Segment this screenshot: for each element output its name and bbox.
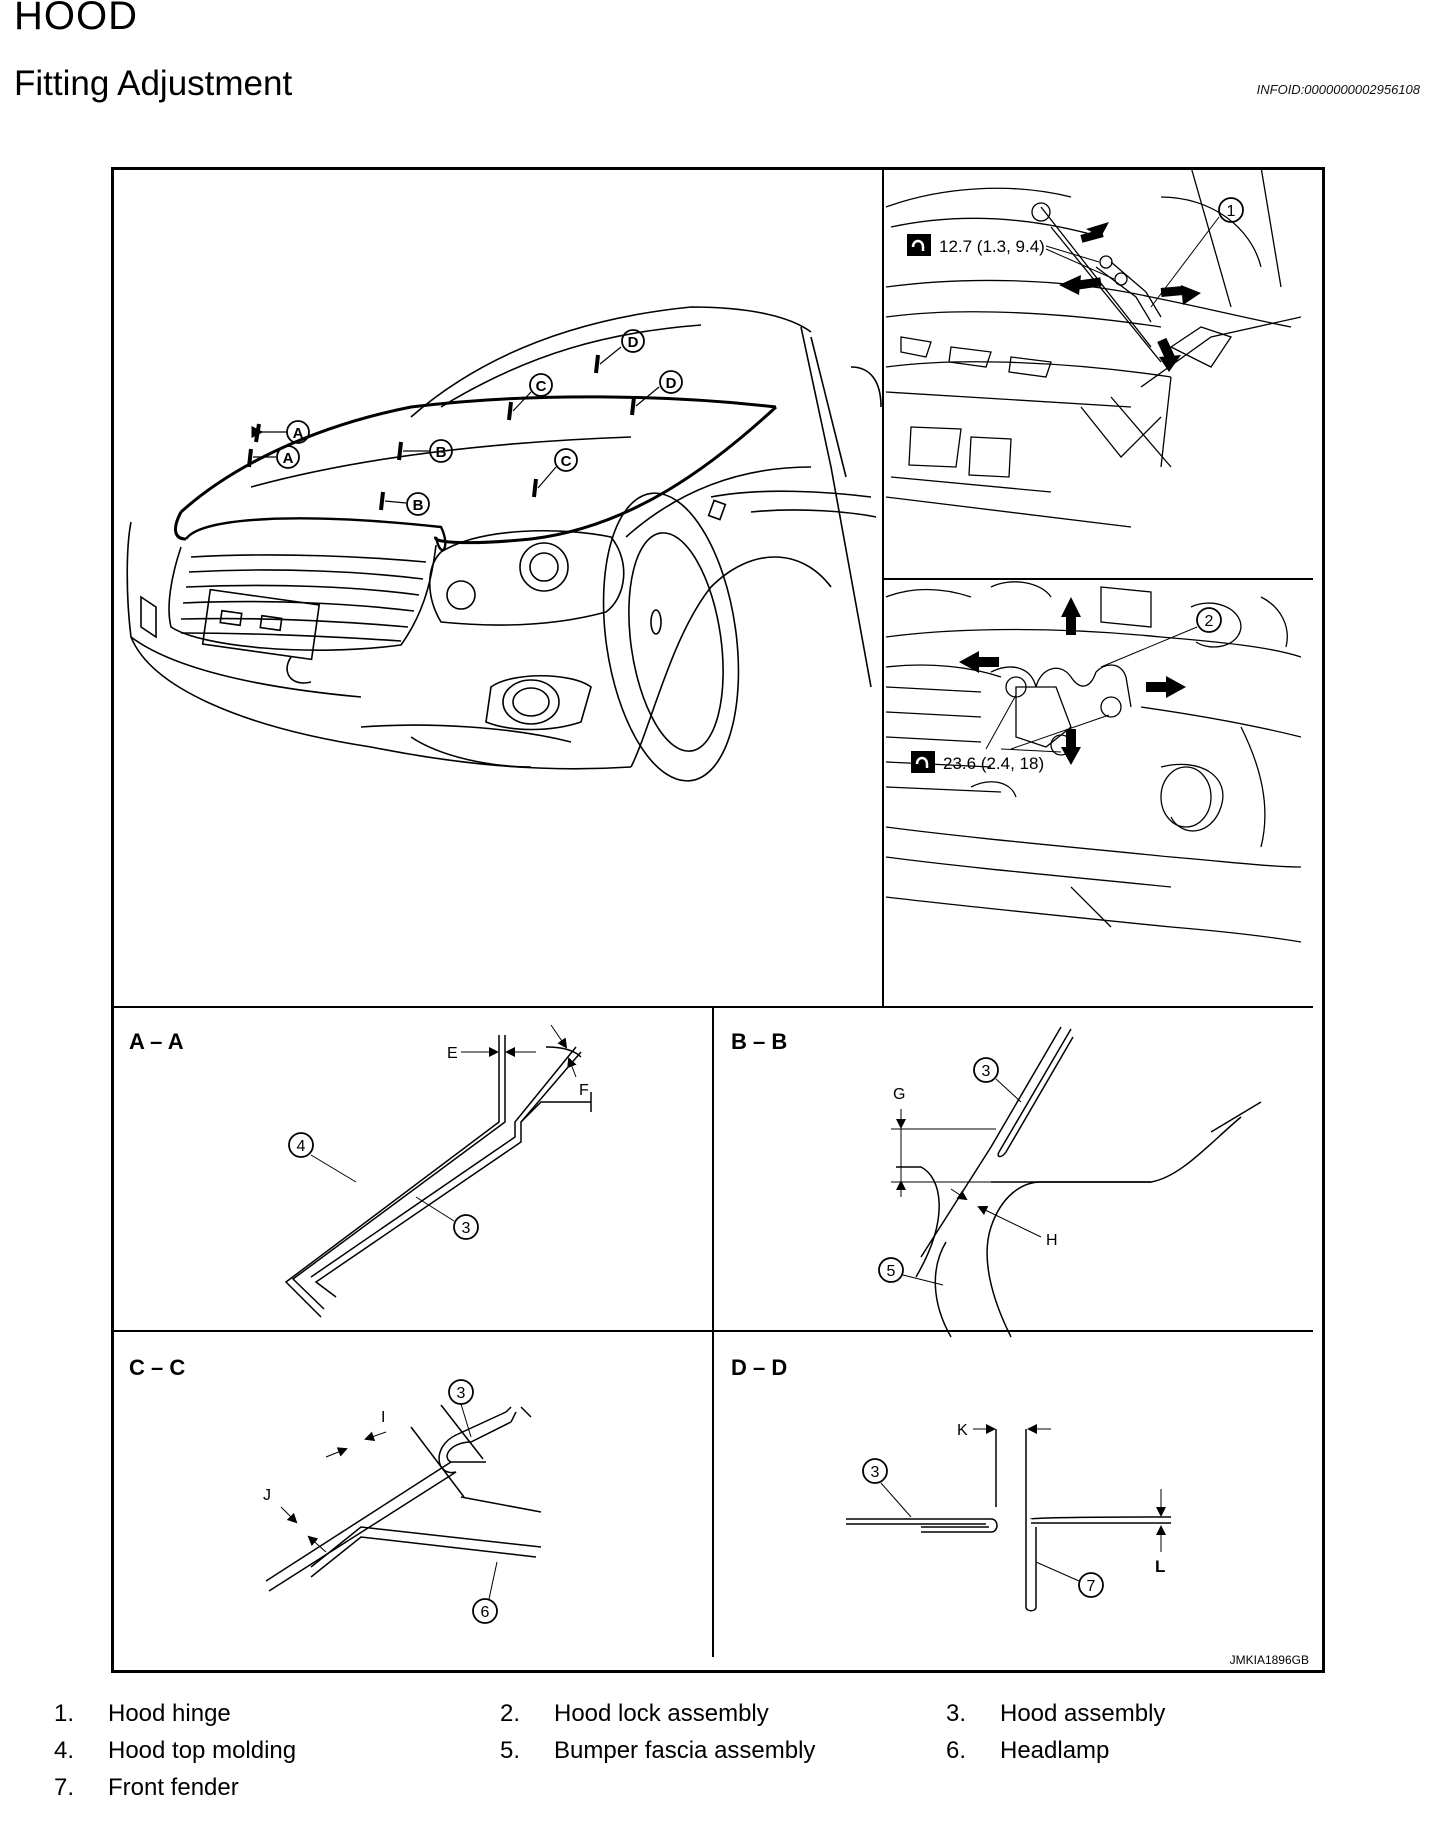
svg-text:E: E bbox=[447, 1045, 458, 1062]
hood-hinge-panel bbox=[885, 167, 1302, 528]
torque-label-hinge: 12.7 (1.3, 9.4) bbox=[907, 234, 1115, 280]
figure-id: JMKIA1896GB bbox=[1230, 1653, 1309, 1667]
svg-text:J: J bbox=[263, 1487, 271, 1504]
svg-text:6: 6 bbox=[481, 1604, 490, 1621]
svg-text:B: B bbox=[436, 444, 447, 461]
section-callouts: A A B B C C D D bbox=[276, 329, 683, 516]
dimension-g: G bbox=[891, 1086, 996, 1197]
figure-frame bbox=[111, 167, 1325, 1673]
dimension-i: I bbox=[325, 1409, 387, 1458]
callout-a: A bbox=[276, 445, 300, 469]
svg-text:3: 3 bbox=[871, 1464, 880, 1481]
dimension-l: L bbox=[1155, 1489, 1166, 1576]
callout-b: B bbox=[429, 439, 453, 463]
part-callout-3: 3 bbox=[862, 1458, 912, 1518]
svg-text:1: 1 bbox=[1227, 203, 1236, 220]
part-callout-1: 1 bbox=[1150, 197, 1244, 308]
part-callout-3: 3 bbox=[415, 1196, 479, 1240]
part-callout-4: 4 bbox=[288, 1132, 357, 1183]
svg-text:2: 2 bbox=[1205, 613, 1214, 630]
hinge-adjust-arrows bbox=[1059, 222, 1201, 372]
svg-text:5: 5 bbox=[887, 1263, 896, 1280]
svg-text:H: H bbox=[1046, 1232, 1058, 1249]
svg-text:A: A bbox=[293, 425, 304, 442]
svg-text:D: D bbox=[666, 375, 677, 392]
section-b-b: B – B G H 3 bbox=[731, 1026, 1262, 1338]
svg-text:B – B: B – B bbox=[731, 1029, 787, 1054]
part-callout-3: 3 bbox=[448, 1379, 474, 1438]
section-d-d: D – D K L 3 7 bbox=[731, 1355, 1172, 1612]
hood-lock-panel bbox=[885, 581, 1302, 943]
callout-b: B bbox=[406, 492, 430, 516]
svg-text:B: B bbox=[413, 497, 424, 514]
part-callout-7: 7 bbox=[1035, 1561, 1104, 1598]
lock-adjust-arrows bbox=[959, 597, 1186, 765]
svg-text:7: 7 bbox=[1087, 1578, 1096, 1595]
svg-text:3: 3 bbox=[982, 1063, 991, 1080]
svg-text:A: A bbox=[283, 450, 294, 467]
dimension-e: E bbox=[447, 1045, 536, 1062]
part-callout-3: 3 bbox=[973, 1057, 1022, 1103]
callout-a: A bbox=[286, 420, 310, 444]
section-title: HOOD bbox=[14, 0, 138, 38]
car-front-illustration bbox=[126, 306, 882, 782]
svg-text:C: C bbox=[561, 453, 572, 470]
svg-text:F: F bbox=[579, 1082, 589, 1099]
callout-c: C bbox=[529, 373, 553, 397]
callout-d: D bbox=[659, 370, 683, 394]
part-callout-5: 5 bbox=[878, 1257, 944, 1286]
svg-text:C: C bbox=[536, 378, 547, 395]
section-a-a: A – A E F 4 3 bbox=[129, 1024, 592, 1318]
svg-text:I: I bbox=[381, 1409, 385, 1426]
callout-d: D bbox=[621, 329, 645, 353]
info-id: INFOID:0000000002956108 bbox=[1256, 82, 1420, 97]
part-callout-6: 6 bbox=[472, 1561, 498, 1624]
section-c-c: C – C I J 3 bbox=[129, 1355, 542, 1624]
svg-text:D – D: D – D bbox=[731, 1355, 787, 1380]
page-title: Fitting Adjustment bbox=[14, 64, 293, 103]
svg-text:K: K bbox=[957, 1422, 968, 1439]
svg-text:12.7 (1.3, 9.4): 12.7 (1.3, 9.4) bbox=[939, 237, 1045, 256]
svg-text:3: 3 bbox=[462, 1220, 471, 1237]
callout-c: C bbox=[554, 448, 578, 472]
svg-text:23.6 (2.4, 18): 23.6 (2.4, 18) bbox=[943, 754, 1044, 773]
svg-text:A – A: A – A bbox=[129, 1029, 184, 1054]
dimension-j: J bbox=[263, 1487, 327, 1553]
section-leaders bbox=[251, 346, 660, 504]
svg-text:4: 4 bbox=[297, 1138, 306, 1155]
svg-text:C – C: C – C bbox=[129, 1355, 185, 1380]
torque-label-lock: 23.6 (2.4, 18) bbox=[911, 694, 1110, 773]
section-marks bbox=[247, 354, 636, 511]
dimension-f: F bbox=[550, 1024, 589, 1099]
dimension-k: K bbox=[957, 1422, 1051, 1439]
hood-fitting-diagram: A A B B C C D D bbox=[111, 167, 1325, 1673]
svg-text:3: 3 bbox=[457, 1385, 466, 1402]
svg-text:D: D bbox=[628, 334, 639, 351]
dimension-h: H bbox=[950, 1188, 1058, 1249]
svg-text:L: L bbox=[1155, 1557, 1165, 1576]
svg-text:G: G bbox=[893, 1086, 905, 1103]
part-callout-2: 2 bbox=[1100, 607, 1222, 668]
